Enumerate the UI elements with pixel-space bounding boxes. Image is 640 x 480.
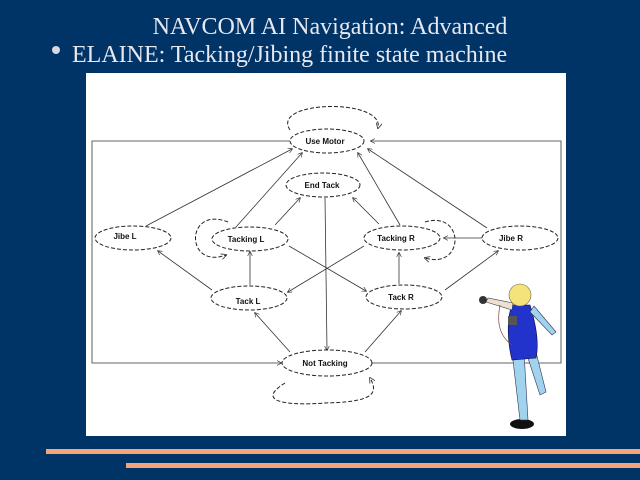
bullet-icon — [52, 46, 60, 55]
state-label: Tack R — [388, 293, 414, 302]
elaine-character-illustration — [479, 283, 557, 429]
state-end-tack: End Tack — [285, 172, 361, 198]
state-tack-l: Tack L — [210, 285, 288, 311]
bullet-item: ELAINE: Tacking/Jibing finite state mach… — [52, 42, 507, 69]
accent-bar-top — [46, 449, 640, 454]
state-label: Tacking R — [377, 234, 415, 243]
state-label: Jibe L — [113, 232, 136, 241]
state-label: Tack L — [236, 297, 261, 306]
tacking-l-self-loop — [195, 218, 229, 257]
state-tacking-r: Tacking R — [363, 225, 441, 251]
state-tack-r: Tack R — [365, 284, 443, 310]
outer-transitions — [91, 141, 562, 363]
transitions — [145, 149, 498, 353]
state-label: Jibe R — [499, 234, 523, 243]
slide-title: NAVCOM AI Navigation: Advanced — [152, 14, 508, 40]
state-not-tacking: Not Tacking — [281, 349, 373, 377]
not-tacking-self-loop — [272, 378, 374, 405]
state-label: Use Motor — [305, 137, 344, 146]
accent-bar-bottom — [126, 463, 640, 468]
state-label: Not Tacking — [302, 359, 347, 368]
bullet-text: ELAINE: Tacking/Jibing finite state mach… — [72, 42, 508, 68]
state-use-motor: Use Motor — [289, 128, 365, 154]
use-motor-self-loop — [287, 106, 379, 131]
state-label: End Tack — [305, 181, 341, 190]
state-label: Tacking L — [228, 235, 265, 244]
state-tacking-l: Tacking L — [211, 226, 289, 252]
state-jibe-l: Jibe L — [94, 225, 172, 251]
state-jibe-r: Jibe R — [481, 225, 559, 251]
